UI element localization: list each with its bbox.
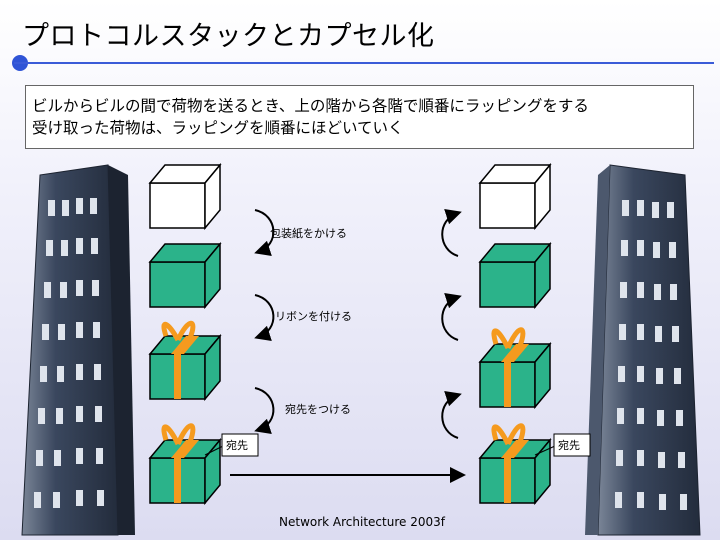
description-line-2: 受け取った荷物は、ラッピングを順番にほどいていく — [32, 119, 404, 137]
description-box: ビルからビルの間で荷物を送るとき、上の階から各階で順番にラッピングをする 受け取… — [25, 85, 694, 149]
right-curve-arrow-2 — [441, 293, 462, 341]
left-curve-arrow-3 — [254, 387, 275, 434]
right-address-tag-label: 宛先 — [558, 438, 580, 452]
left-building — [21, 164, 135, 536]
page-title: プロトコルスタックとカプセル化 — [22, 21, 435, 52]
left-box-ribbon — [148, 320, 222, 402]
right-curve-arrow-3 — [441, 391, 462, 439]
right-curve-arrow-1 — [441, 209, 462, 257]
left-box-wrapped — [148, 241, 222, 310]
left-address-tag-label: 宛先 — [226, 438, 248, 452]
right-address-tag: 宛先 — [553, 433, 591, 457]
right-box-plain — [478, 162, 552, 231]
right-box-ribbon — [478, 327, 552, 410]
step-label-ribbon: リボンを付ける — [275, 310, 352, 323]
title-underline — [14, 62, 714, 64]
step-label-address: 宛先をつける — [285, 402, 351, 416]
left-box-addressed — [148, 423, 224, 506]
footer-credit: Network Architecture 2003f — [279, 515, 445, 529]
right-box-addressed — [478, 423, 556, 506]
left-box-plain — [148, 162, 222, 231]
left-curve-arrow-2 — [254, 294, 275, 341]
left-curve-arrow-1 — [254, 209, 275, 256]
left-address-tag: 宛先 — [221, 433, 259, 457]
step-label-wrap: 包装紙をかける — [270, 226, 347, 240]
right-building — [585, 164, 701, 536]
description-line-1: ビルからビルの間で荷物を送るとき、上の階から各階で順番にラッピングをする — [32, 97, 589, 115]
right-box-wrapped — [478, 241, 552, 310]
